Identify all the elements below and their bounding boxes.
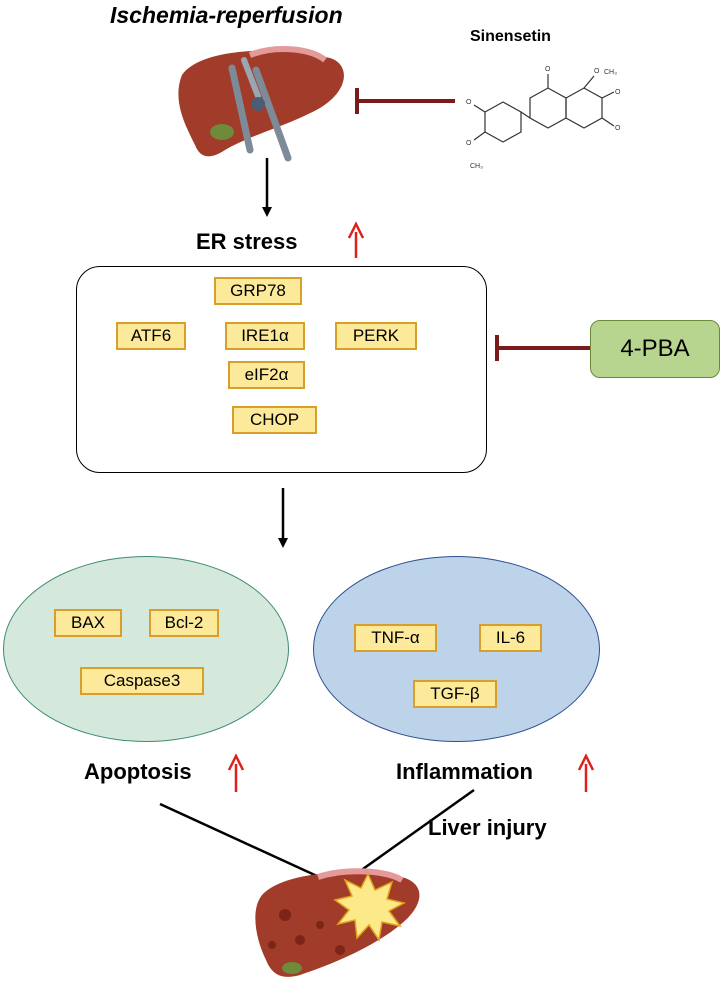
marker-eif2a: eIF2α <box>228 361 305 389</box>
struct-methoxy-d: O <box>466 99 472 106</box>
struct-carbonyl-o: O <box>545 66 551 73</box>
struct-methyl-top: CH₃ <box>604 69 617 76</box>
marker-tnfa: TNF-α <box>354 624 437 652</box>
marker-bax: BAX <box>54 609 122 637</box>
apoptosis-label: Apoptosis <box>84 759 192 784</box>
sinensetin-label: Sinensetin <box>470 28 551 45</box>
inflammation-label: Inflammation <box>396 759 533 784</box>
marker-ire1a: IRE1α <box>225 322 305 350</box>
marker-bcl2: Bcl-2 <box>149 609 219 637</box>
marker-grp78: GRP78 <box>214 277 302 305</box>
struct-methoxy-c: O <box>615 125 621 132</box>
er-stress-box: GRP78 ATF6 IRE1α PERK eIF2α CHOP <box>76 266 487 473</box>
4-pba-box: 4-PBA <box>590 320 720 378</box>
marker-chop: CHOP <box>232 406 317 434</box>
marker-caspase3: Caspase3 <box>80 667 204 695</box>
liver-clamp-icon <box>178 45 344 162</box>
struct-methoxy-e: O <box>466 140 472 147</box>
apoptosis-ellipse: BAX Bcl-2 Caspase3 <box>3 556 289 742</box>
sinensetin-inhibit-line <box>355 88 455 114</box>
struct-methyl-bottom: CH₃ <box>470 163 483 170</box>
er-stress-up-arrow <box>347 221 365 258</box>
apoptosis-up-arrow <box>227 753 245 792</box>
sinensetin-structure-icon <box>473 74 615 143</box>
struct-methoxy-a: O <box>594 68 600 75</box>
er-stress-title: ER stress <box>196 229 298 254</box>
ischemia-reperfusion-label: Ischemia-reperfusion <box>110 2 343 28</box>
arrow-apoptosis-to-injury <box>159 802 335 885</box>
inflammation-ellipse: TNF-α IL-6 TGF-β <box>313 556 600 742</box>
liver-injury-label: Liver injury <box>428 815 547 840</box>
inflammation-up-arrow <box>577 753 595 792</box>
marker-tgfb: TGF-β <box>413 680 497 708</box>
marker-atf6: ATF6 <box>116 322 186 350</box>
marker-il6: IL-6 <box>479 624 542 652</box>
marker-perk: PERK <box>335 322 417 350</box>
4-pba-inhibit-line <box>495 335 590 361</box>
injured-liver-icon <box>255 868 420 977</box>
arrow-inflammation-to-injury <box>341 788 475 884</box>
struct-methoxy-b: O <box>615 89 621 96</box>
